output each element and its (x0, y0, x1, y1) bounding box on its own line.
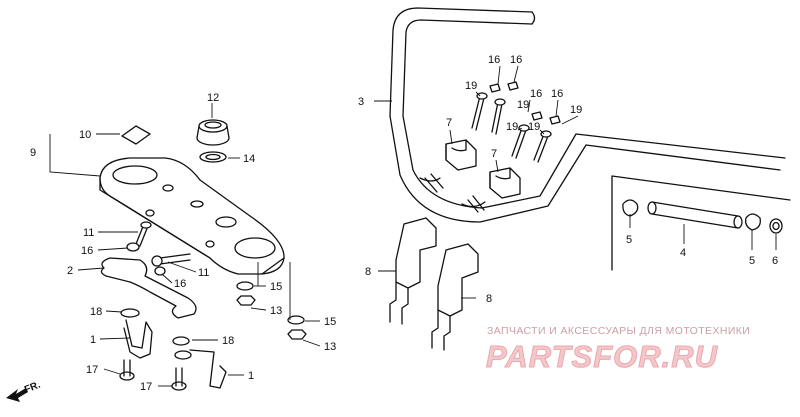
bolt-17-a (119, 359, 135, 381)
bolts-19 (471, 92, 552, 163)
grip-parts (622, 199, 783, 234)
label-16-top-b: 16 (510, 54, 522, 66)
label-13-lower: 13 (324, 341, 336, 353)
label-15-lower: 15 (324, 316, 336, 328)
part-labels: 9 10 12 14 3 11 16 2 11 16 18 1 17 17 18… (30, 54, 778, 393)
label-16-right: 16 (551, 88, 563, 100)
label-15-upper: 15 (270, 281, 282, 293)
washer-14 (199, 151, 227, 163)
bolt-11-lower (151, 253, 191, 267)
handlebar (389, 7, 786, 223)
label-19-b: 19 (517, 99, 529, 111)
label-8-left: 8 (365, 266, 371, 278)
cap-10 (121, 125, 151, 145)
washer-18-b (172, 336, 190, 346)
washer-18-c (174, 350, 192, 360)
label-19-a: 19 (465, 80, 477, 92)
front-direction-label: FR. (23, 379, 42, 395)
top-bridge (99, 157, 285, 275)
label-16-left: 16 (81, 245, 93, 257)
bolt-11-upper (135, 221, 152, 247)
label-18-lower: 18 (222, 335, 234, 347)
label-7-upper: 7 (446, 117, 452, 129)
front-direction-arrow (6, 388, 28, 402)
label-3: 3 (358, 96, 364, 108)
watermark-logo: PARTSFOR.RU (486, 339, 719, 374)
watermark-caption: ЗАПЧАСТИ И АКСЕССУАРЫ ДЛЯ МОТОТЕХНИКИ (487, 325, 750, 337)
label-6: 6 (772, 255, 778, 267)
label-10: 10 (79, 129, 91, 141)
label-16-top-a: 16 (488, 54, 500, 66)
label-19-e: 19 (528, 121, 540, 133)
label-1-right: 1 (248, 370, 254, 382)
cap-16-b (154, 266, 166, 276)
stud-lines (257, 262, 291, 320)
washer-15-a (236, 281, 254, 291)
holder-7-a (445, 139, 477, 171)
clip-1-b (189, 349, 227, 389)
label-4: 4 (680, 247, 686, 259)
nut-13-b (287, 329, 307, 340)
label-5-right: 5 (749, 255, 755, 267)
rubber-12 (196, 119, 230, 146)
bolt-17-b (171, 367, 187, 391)
label-5-left: 5 (626, 234, 632, 246)
label-8-right: 8 (486, 293, 492, 305)
label-16-mid: 16 (530, 88, 542, 100)
washer-15-b (287, 315, 305, 325)
holder-7-b (489, 167, 521, 199)
label-11-lower: 11 (198, 267, 209, 279)
leader-lines (49, 65, 777, 387)
label-19-c: 19 (570, 104, 582, 116)
cap-16-a (126, 242, 140, 252)
label-1-left: 1 (90, 334, 96, 346)
holder-8-a (389, 217, 437, 325)
label-7-lower: 7 (491, 148, 497, 160)
label-17-right: 17 (140, 381, 152, 393)
label-2: 2 (67, 265, 73, 277)
inset-frame (611, 175, 791, 271)
label-18-upper: 18 (90, 306, 102, 318)
label-19-d: 19 (506, 121, 518, 133)
label-16-lower: 16 (174, 278, 186, 290)
washer-18-a (120, 308, 140, 318)
label-14: 14 (243, 153, 255, 165)
nut-13-a (236, 295, 256, 306)
label-17-left: 17 (86, 364, 98, 376)
label-13-upper: 13 (270, 305, 282, 317)
label-9: 9 (30, 147, 36, 159)
label-11-upper: 11 (83, 227, 94, 239)
label-12: 12 (207, 92, 219, 104)
holder-8-b (431, 243, 479, 351)
wire-clamp-2 (100, 257, 197, 319)
caps-16 (489, 81, 561, 125)
clip-1-a (123, 319, 153, 359)
